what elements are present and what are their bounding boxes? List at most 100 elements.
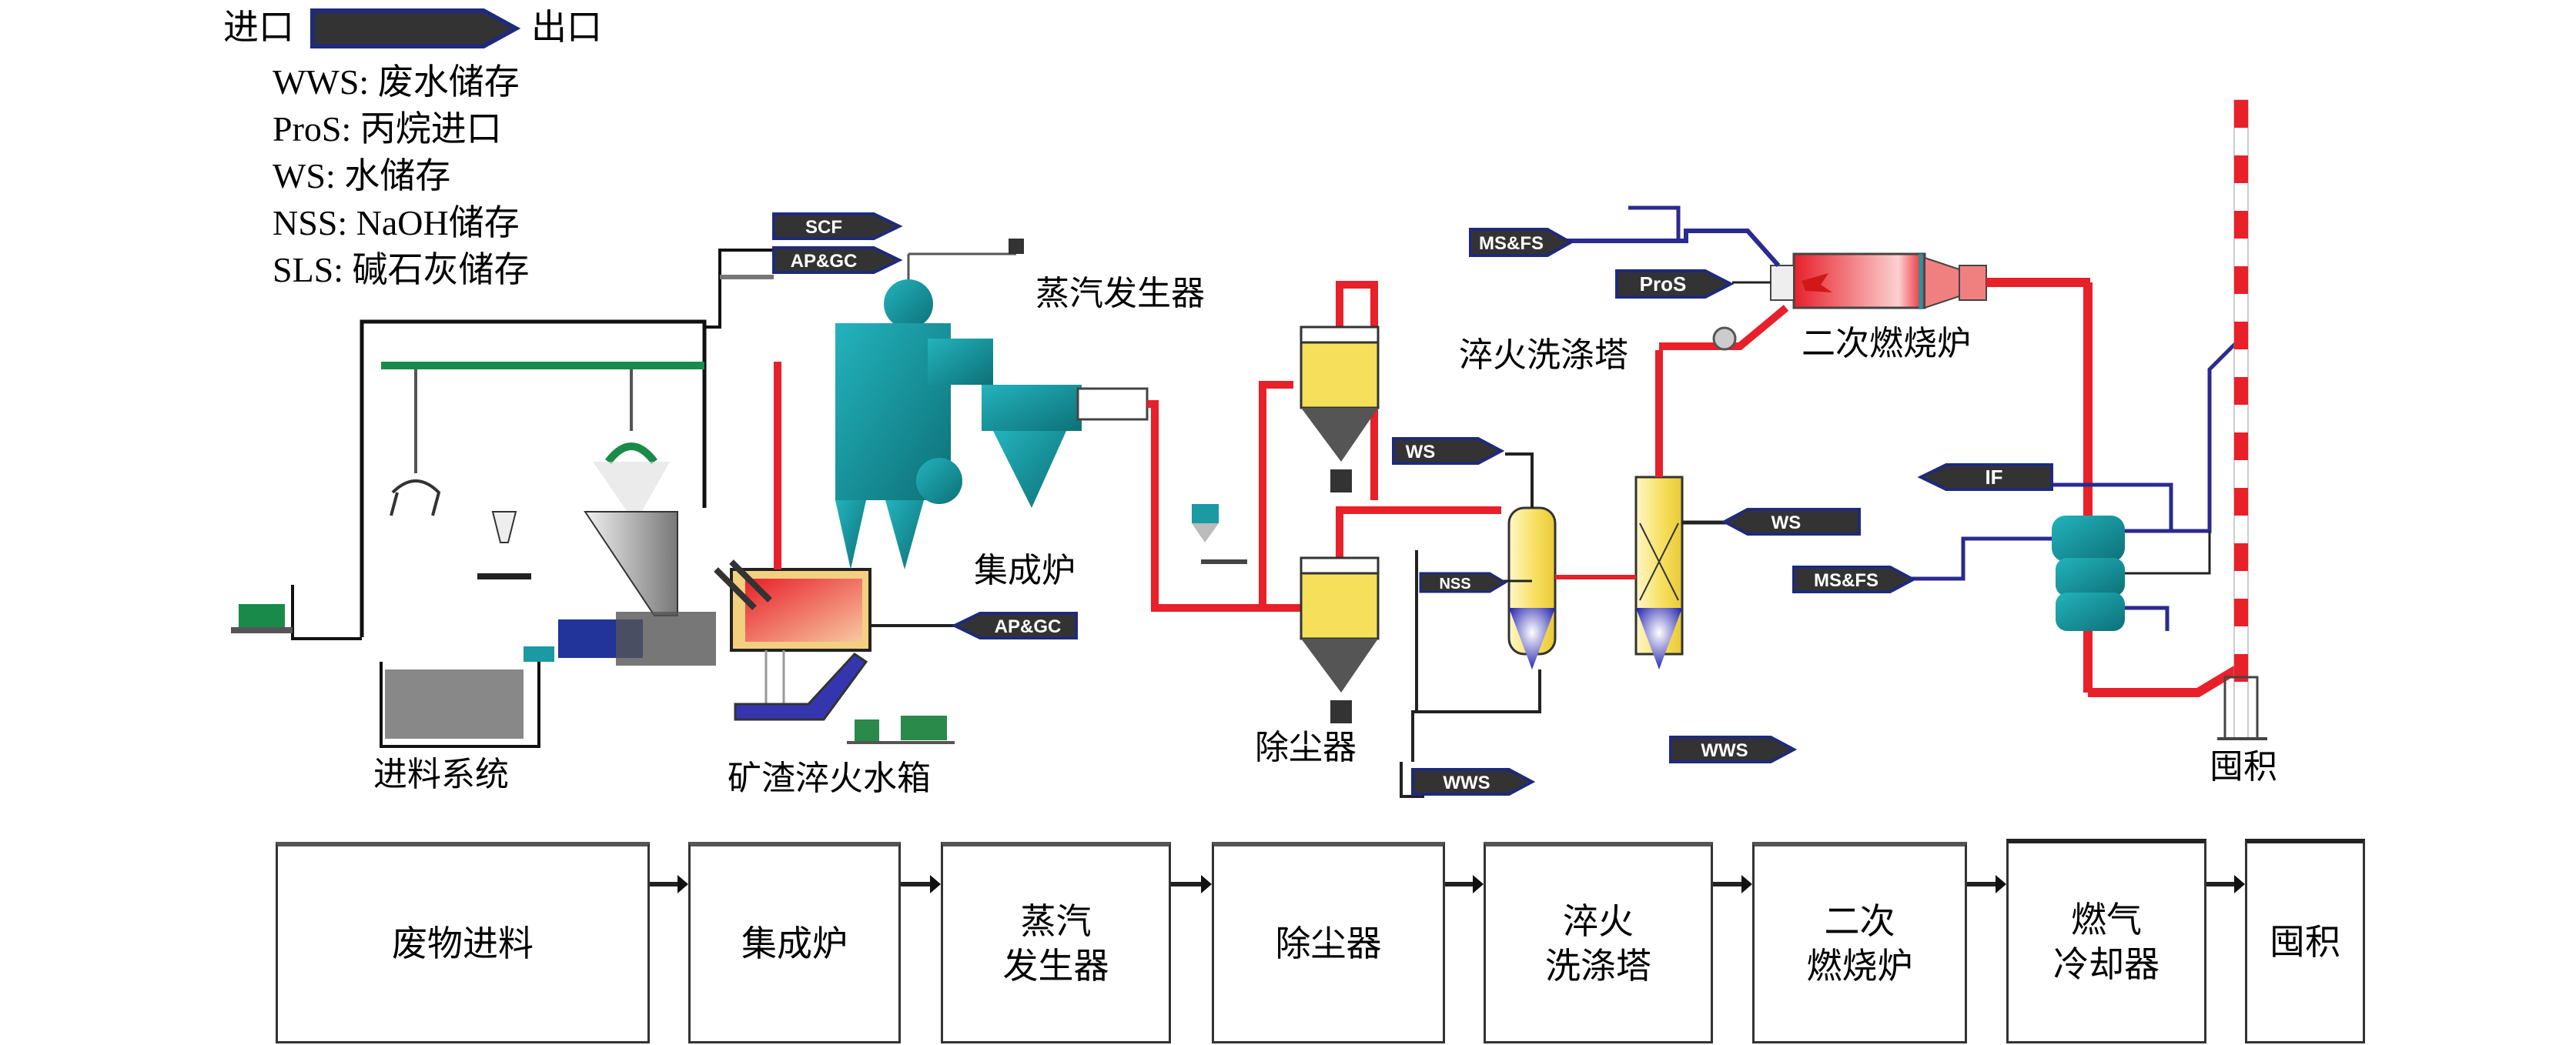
steam-generator [835,239,1149,569]
label-slag-quench-tank: 矿渣淬火水箱 [728,759,931,798]
label-dust-collector: 除尘器 [1255,728,1357,767]
flow-arrow-icon [2206,875,2245,893]
tag-nss: NSS [1419,572,1507,593]
tag-wws-left: WWS [1411,768,1536,796]
flow-step-label: 囤积 [2270,920,2340,963]
tag-scf: SCF [772,212,903,240]
pipe-sg-to-collector [1147,381,1293,612]
svg-text:WWS: WWS [1701,740,1748,761]
flow-arrow-icon [1967,875,2006,893]
dust-collector-bottom [1300,506,1501,723]
label-feed-system: 进料系统 [373,755,509,794]
flow-step-secondary-combustion: 二次 燃烧炉 [1752,842,1967,1043]
integrated-furnace [714,362,955,652]
svg-text:AP&GC: AP&GC [995,616,1062,637]
svg-text:MS&FS: MS&FS [1479,233,1544,254]
label-integrated-furnace: 集成炉 [974,551,1076,590]
legend-abbreviations: WWS: 废水储存 ProS: 丙烷进口 WS: 水储存 NSS: NaOH储存… [273,65,530,299]
svg-text:WWS: WWS [1443,773,1490,793]
tag-apgc-top: AP&GC [772,246,903,274]
slag-truck-icon [901,716,947,740]
stack-band [2234,100,2248,128]
svg-text:ProS: ProS [1640,272,1687,295]
flow-step-label: 淬火 洗涤塔 [1545,900,1651,987]
flow-step-integrated-furnace: 集成炉 [688,842,901,1043]
flow-step-waste-feed: 废物进料 [276,842,650,1043]
flow-step-stack: 囤积 [2245,839,2365,1043]
legend-item-sls: SLS: 碱石灰储存 [273,250,530,289]
flame-icon [1802,273,1832,292]
steam-valve-icon [1009,239,1024,254]
crane-rail [381,362,704,369]
stack-band [2234,266,2248,294]
flow-step-gas-cooler: 燃气 冷却器 [2006,839,2206,1043]
tag-wws-right: WWS [1669,736,1798,763]
feed-system [231,249,774,748]
label-stack: 囤积 [2210,747,2277,786]
stack-band [2234,488,2248,516]
svg-text:AP&GC: AP&GC [791,251,858,272]
flow-step-quench-scrubber: 淬火 洗涤塔 [1484,842,1713,1043]
scrubber-tower [1555,305,1789,669]
flow-arrow-icon [901,875,941,893]
svg-text:WS: WS [1406,442,1436,462]
flow-step-label: 二次 燃烧炉 [1806,900,1913,987]
svg-text:SCF: SCF [805,217,842,238]
process-diagram: SCF AP&GC AP&GC [231,99,2267,798]
truck-icon [239,604,285,627]
tag-pros: ProS [1615,269,1735,299]
flow-step-label: 废物进料 [392,922,534,964]
slag-quench-tank [734,650,955,744]
flow-arrow-icon [650,875,688,893]
flow-step-dust-collector: 除尘器 [1212,842,1445,1043]
flow-step-label: 集成炉 [741,922,848,964]
flow-step-label: 燃气 冷却器 [2053,899,2159,985]
stack-band [2234,599,2248,626]
tag-ms-fs-top: MS&FS [1469,228,1574,257]
flow-step-steam-generator: 蒸汽 发生器 [941,842,1171,1043]
grab-bucket-icon [390,479,441,516]
legend-item-nss: NSS: NaOH储存 [273,203,520,242]
flow-arrow-icon [1445,875,1484,893]
legend-item-wws: WWS: 废水储存 [273,62,520,102]
tag-ms-fs-cooler: MS&FS [1792,566,1917,593]
legend-outlet-label: 出口 [531,6,602,48]
flow-step-label: 蒸汽 发生器 [1002,900,1109,987]
stack [2217,99,2267,740]
legend-item-ws: WS: 水储存 [273,156,451,195]
legend-inlet-label: 进口 [223,6,294,48]
label-steam-generator: 蒸汽发生器 [1035,274,1205,313]
flow-arrow-icon [1171,875,1212,893]
tag-apgc-furnace: AP&GC [951,612,1078,639]
quench-tower [1505,452,1557,669]
feed-hopper [584,511,678,616]
stack-band [2234,377,2248,405]
svg-text:WS: WS [1771,512,1802,533]
tag-if: IF [1917,463,2053,491]
flow-arrow-icon [1713,875,1752,893]
legend-flow-arrow-icon [310,8,521,48]
stack-band [2234,211,2248,239]
stack-band [2234,432,2248,460]
gas-cooler [1898,282,2240,697]
svg-text:IF: IF [1985,466,2002,489]
burner-icon [714,567,757,610]
legend-item-pros: ProS: 丙烷进口 [273,109,502,149]
svg-text:MS&FS: MS&FS [1814,570,1878,591]
tag-ws-scrubber: WS [1682,508,1861,536]
svg-text:NSS: NSS [1439,576,1470,593]
grab-claw-icon [605,442,657,465]
fan-icon [1712,326,1737,351]
stack-band [2234,322,2248,349]
flow-step-label: 除尘器 [1275,922,1382,964]
secondary-combustion-chamber [1563,205,2090,309]
label-secondary-combustion: 二次燃烧炉 [1802,324,1971,363]
stack-band [2234,155,2248,183]
waste-pit [385,669,524,739]
dust-collector-top [1300,281,1380,500]
stack-band [2234,543,2248,571]
tag-ws-quench: WS [1392,437,1505,465]
stack-band [2234,654,2248,682]
label-quench-scrubber: 淬火洗涤塔 [1459,336,1628,375]
pipe-scrubber-to-scc [1655,350,1663,477]
